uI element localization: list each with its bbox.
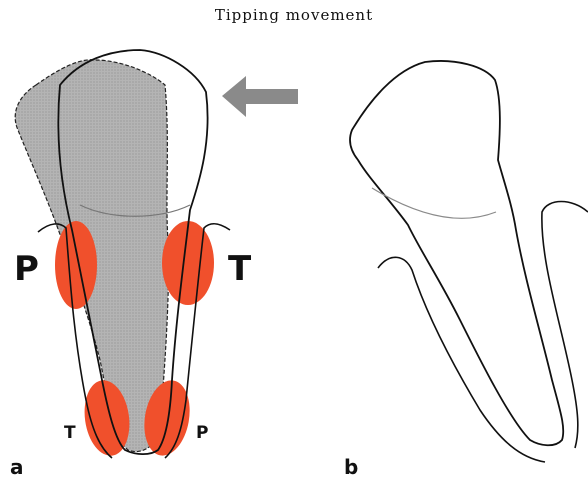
zone-label-t: T — [228, 249, 252, 289]
pressure-zone-left — [55, 221, 97, 309]
apex-label-t: T — [64, 423, 76, 443]
panel-label-a: a — [10, 455, 24, 478]
apex-label-p: P — [196, 423, 208, 443]
panel-b: b — [344, 61, 588, 478]
bone-line-b-right — [542, 202, 588, 449]
bone-line-b-left — [378, 257, 545, 462]
left-arrow-icon — [222, 76, 298, 117]
zone-label-p: P — [14, 249, 39, 289]
panel-a: P T T P a — [10, 50, 298, 478]
panel-label-b: b — [344, 455, 358, 478]
tipped-tooth-outline — [350, 61, 563, 445]
